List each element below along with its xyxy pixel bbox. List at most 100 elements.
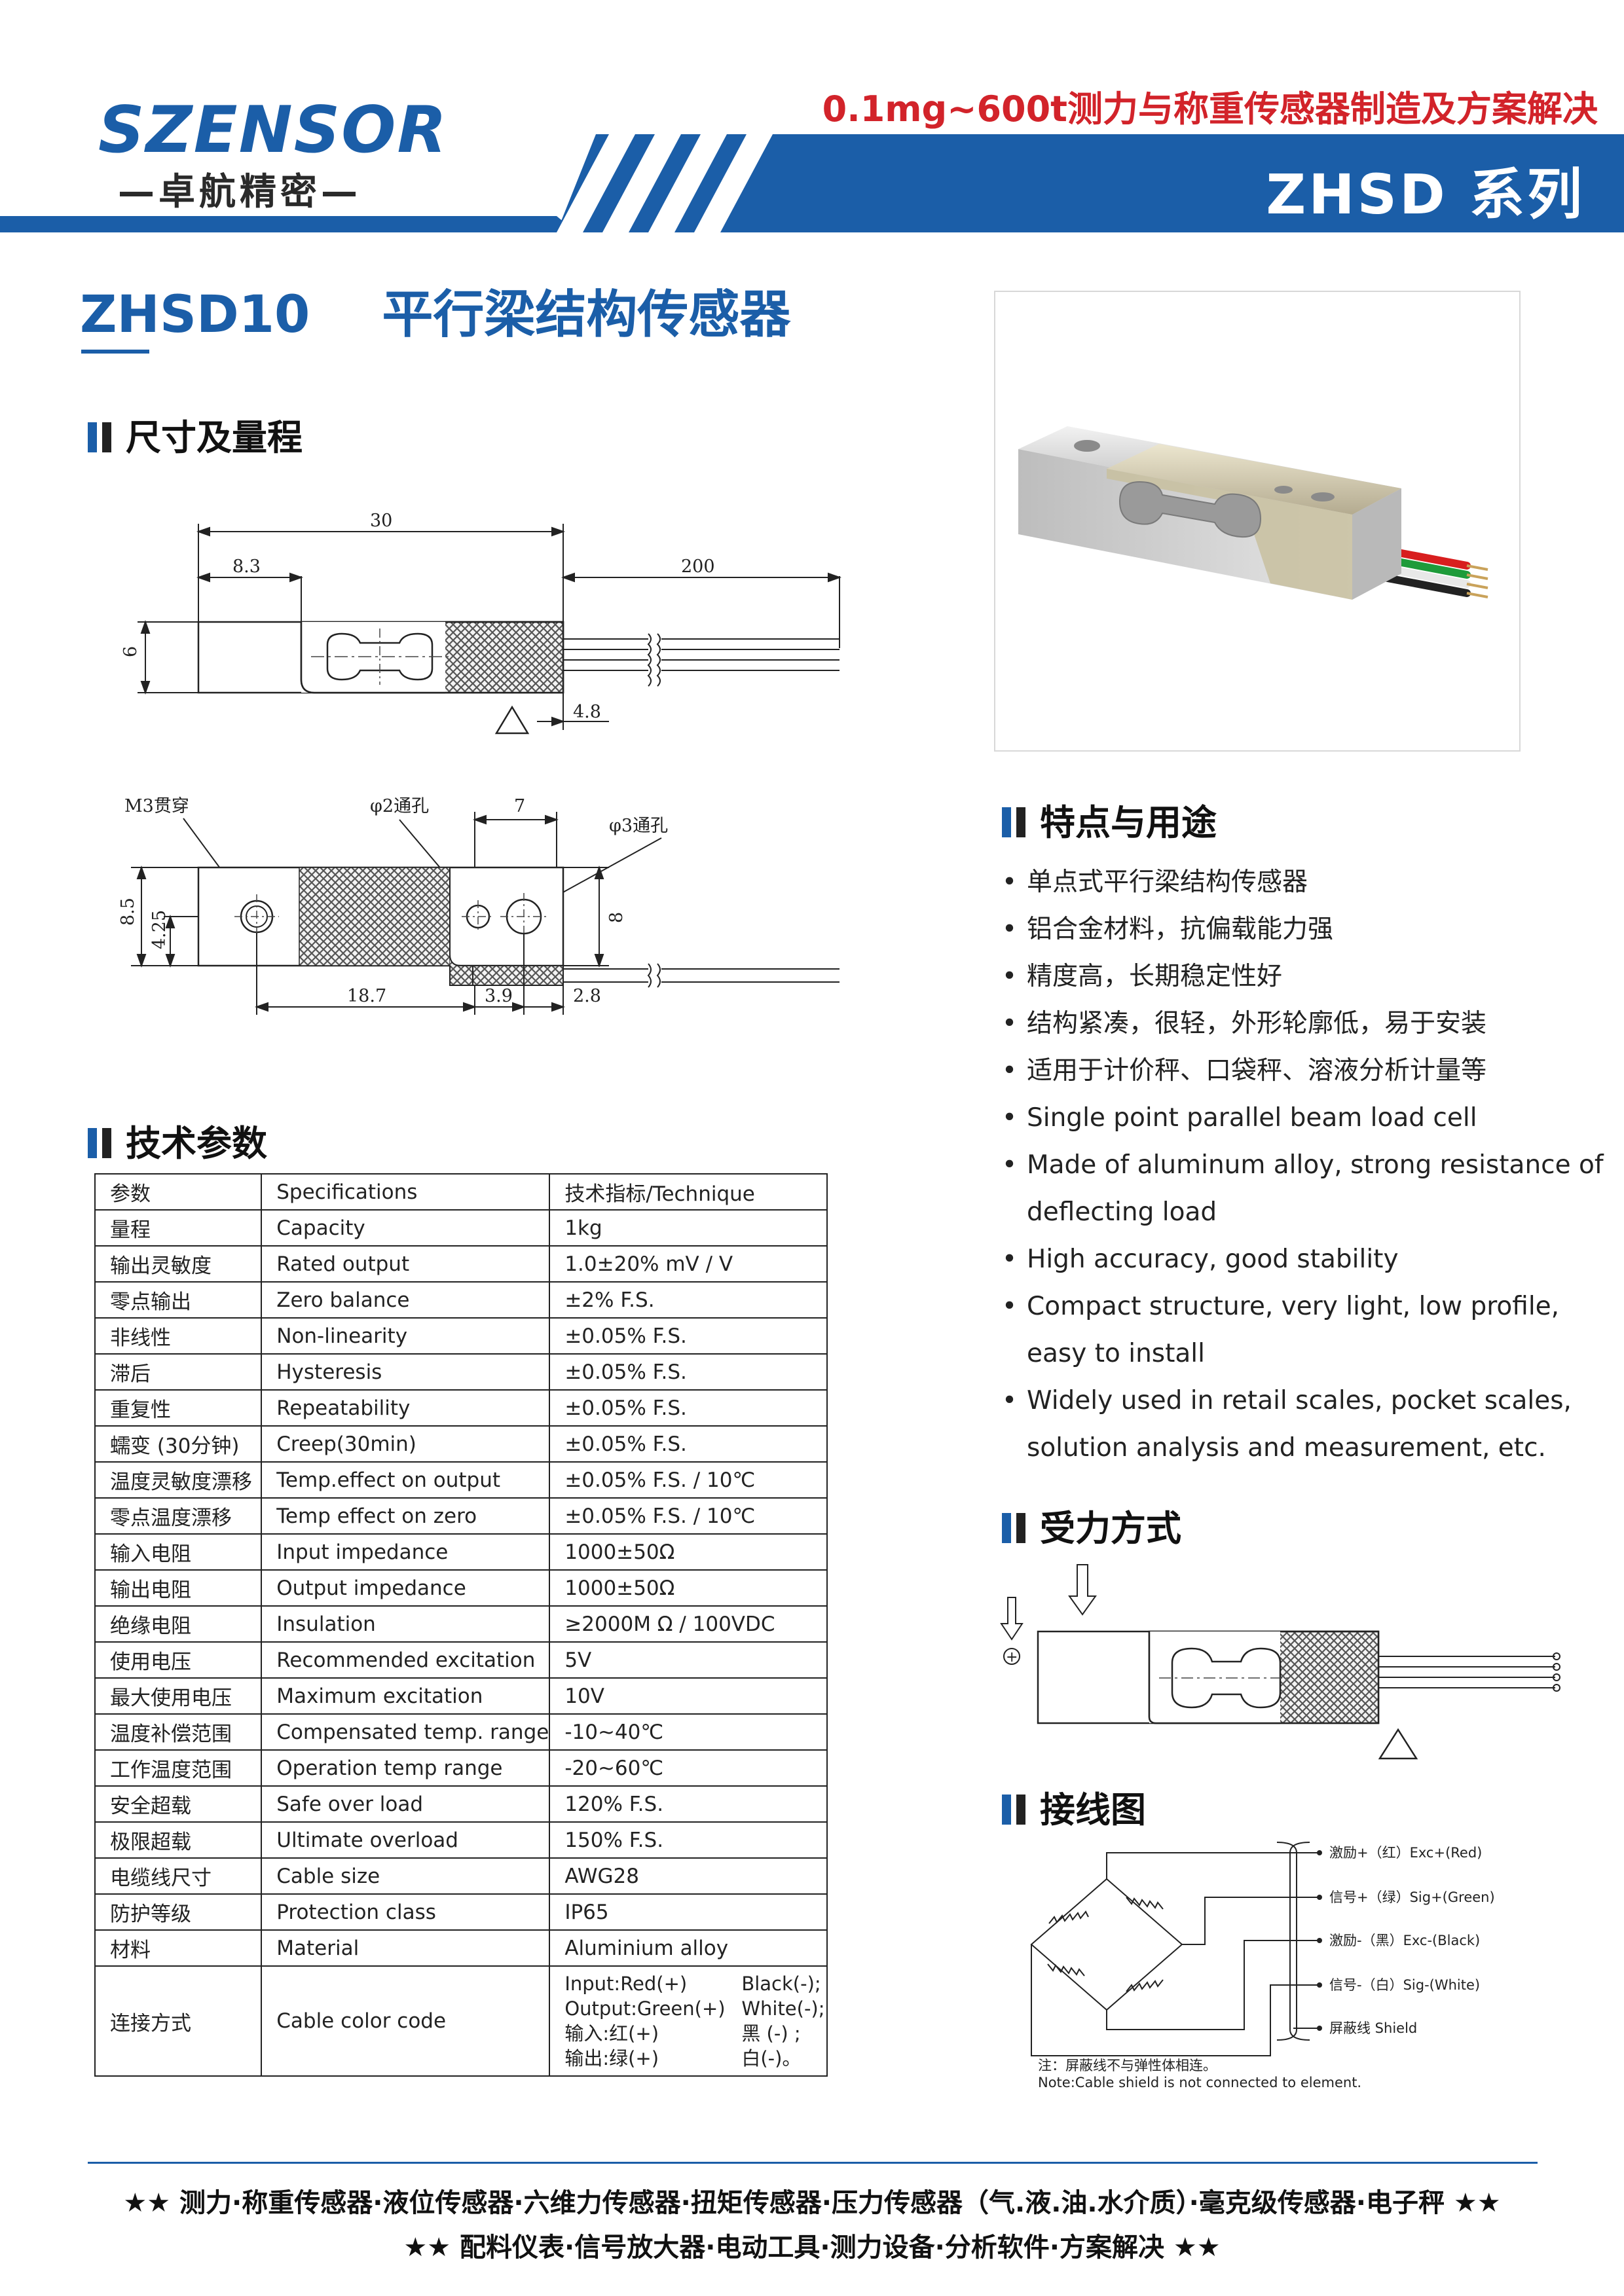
table-cell: 5V	[549, 1641, 828, 1679]
table-cell: ±0.05% F.S.	[549, 1317, 828, 1355]
table-header-cell: Specifications	[261, 1173, 551, 1211]
table-cell: 电缆线尺寸	[94, 1857, 263, 1895]
table-cell: ±0.05% F.S.	[549, 1389, 828, 1427]
table-cell: IP65	[549, 1893, 828, 1931]
table-cell: 零点输出	[94, 1281, 263, 1319]
logo-wordmark: SZENSOR	[98, 93, 448, 168]
table-cell: Temp effect on zero	[261, 1497, 551, 1535]
table-cell: 10V	[549, 1677, 828, 1715]
table-cell: 量程	[94, 1209, 263, 1247]
table-header-cell: 技术指标/Technique	[549, 1173, 828, 1211]
dimension-drawing-top: 30 8.3 200 6 4.8	[120, 511, 842, 735]
list-item: High accuracy, good stability	[1002, 1236, 1604, 1283]
table-cell: 安全超载	[94, 1785, 263, 1823]
footer-products: ★★ 测力·称重传感器·液位传感器·六维力传感器·扭矩传感器·压力传感器（气.液…	[123, 2188, 1501, 2218]
model-number: ZHSD10	[80, 285, 310, 344]
logo-subtitle: —卓航精密—	[118, 171, 361, 213]
header-band	[0, 134, 1624, 232]
table-cell: Repeatability	[261, 1389, 551, 1427]
wire-label-shield: 屏蔽线 Shield	[1329, 2020, 1417, 2036]
table-cell: Ultimate overload	[261, 1821, 551, 1859]
section-marker-icon	[88, 420, 117, 461]
section-marker-icon	[1002, 805, 1031, 846]
title-underline	[81, 350, 149, 354]
section-load-method: 受力方式	[1002, 1499, 1181, 1552]
table-cell: Temp.effect on output	[261, 1461, 551, 1499]
wiring-note-cn: 注：屏蔽线不与弹性体相连。	[1038, 2058, 1217, 2073]
load-diagram: +	[1000, 1564, 1560, 1760]
table-cell: Cable size	[261, 1857, 551, 1895]
list-item: 适用于计价秤、口袋秤、溶液分析计量等	[1002, 1048, 1604, 1095]
wire-label-exc-minus: 激励-（黑）Exc-(Black)	[1329, 1933, 1480, 1948]
table-cell: Zero balance	[261, 1281, 551, 1319]
table-cell: Output impedance	[261, 1569, 551, 1607]
section-marker-icon	[88, 1125, 117, 1167]
table-cell: 极限超载	[94, 1821, 263, 1859]
section-dimensions: 尺寸及量程	[88, 409, 303, 461]
table-cell: ±0.05% F.S. / 10℃	[549, 1461, 828, 1499]
table-cell: 1000±50Ω	[549, 1569, 828, 1607]
table-cell: 温度补偿范围	[94, 1713, 263, 1751]
section-tech-params: 技术参数	[88, 1114, 267, 1167]
wiring-note-en: Note:Cable shield is not connected to el…	[1038, 2075, 1361, 2090]
table-cell: Material	[261, 1929, 551, 1967]
footer-divider	[88, 2162, 1538, 2164]
table-cell: 材料	[94, 1929, 263, 1967]
series-label: ZHSD 系列	[1266, 162, 1585, 227]
table-cell: Operation temp range	[261, 1749, 551, 1787]
wiring-diagram: 激励+（红）Exc+(Red) 信号+（绿）Sig+(Green) 激励-（黑）…	[1030, 1842, 1495, 2090]
table-cell: Insulation	[261, 1605, 551, 1643]
label-phi3-hole: φ3通孔	[609, 816, 668, 836]
table-cell: 蠕变 (30分钟)	[94, 1425, 263, 1463]
table-cell: Input impedance	[261, 1533, 551, 1571]
footer-services: ★★ 配料仪表·信号放大器·电动工具·测力设备·分析软件·方案解决 ★★	[403, 2232, 1221, 2263]
table-cell: Safe over load	[261, 1785, 551, 1823]
table-row: 蠕变 (30分钟)Creep(30min)±0.05% F.S.	[94, 1425, 828, 1463]
dim-6: 6	[120, 646, 141, 657]
product-name: 平行梁结构传感器	[382, 285, 791, 344]
table-cell: 1kg	[549, 1209, 828, 1247]
header-slogan: 0.1mg~600t测力与称重传感器制造及方案解决	[822, 88, 1598, 130]
table-cell: Recommended excitation	[261, 1641, 551, 1679]
list-item: Widely used in retail scales, pocket sca…	[1002, 1377, 1604, 1472]
list-item: 单点式平行梁结构传感器	[1002, 859, 1604, 906]
table-cell: 非线性	[94, 1317, 263, 1355]
table-cell: 滞后	[94, 1353, 263, 1391]
table-cell: 输出灵敏度	[94, 1245, 263, 1283]
list-item: Single point parallel beam load cell	[1002, 1095, 1604, 1142]
section-marker-icon	[1002, 1510, 1031, 1552]
table-cell: ±0.05% F.S.	[549, 1425, 828, 1463]
dim-4-25: 4.25	[149, 910, 170, 949]
table-cell: 使用电压	[94, 1641, 263, 1679]
product-photo	[994, 291, 1521, 752]
table-cell: Compensated temp. range	[261, 1713, 551, 1751]
table-cell: -10~40℃	[549, 1713, 828, 1751]
list-item: 铝合金材料，抗偏载能力强	[1002, 906, 1604, 953]
table-cell: 工作温度范围	[94, 1749, 263, 1787]
table-header-row: 参数 Specifications 技术指标/Technique	[94, 1173, 828, 1211]
dim-8-3: 8.3	[232, 556, 261, 577]
cable-color-cell: Input:Red(+)Black(-); Output:Green(+)Whi…	[549, 1965, 828, 2077]
page-title: ZHSD10 平行梁结构传感器	[80, 274, 790, 347]
table-header-cell: 参数	[94, 1173, 263, 1211]
section-wiring: 接线图	[1002, 1781, 1146, 1833]
feature-list: 单点式平行梁结构传感器 铝合金材料，抗偏载能力强 精度高，长期稳定性好 结构紧凑…	[1002, 859, 1604, 1472]
table-cell: 150% F.S.	[549, 1821, 828, 1859]
table-cell: Aluminium alloy	[549, 1929, 828, 1967]
